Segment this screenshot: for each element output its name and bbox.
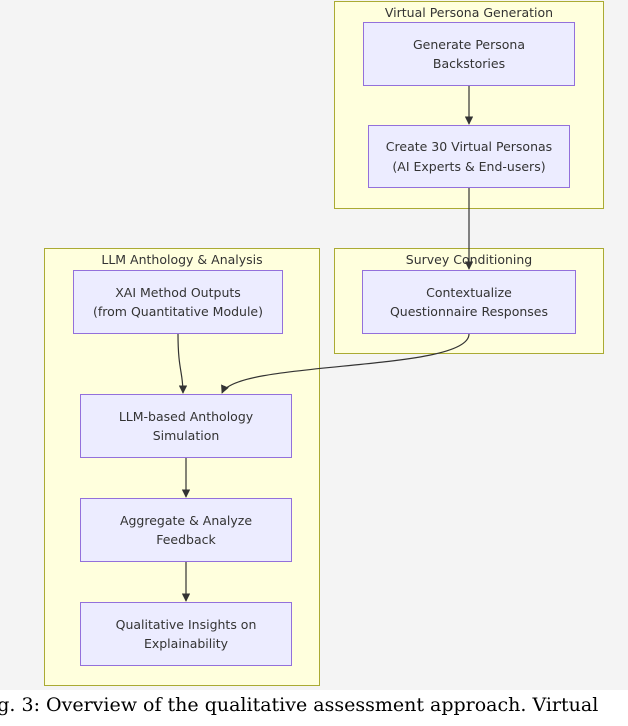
node-llm-anthology-simulation: LLM-based Anthology Simulation xyxy=(80,394,292,458)
figure-caption: Fig. 3: Overview of the qualitative asse… xyxy=(0,694,628,726)
group-title: Virtual Persona Generation xyxy=(384,5,554,20)
node-label-line: Simulation xyxy=(152,428,220,443)
node-label-line: Qualitative Insights on xyxy=(115,616,257,632)
diagram-canvas: Virtual Persona Generation Survey Condit… xyxy=(0,0,628,690)
figure-caption-text: Fig. 3: Overview of the qualitative asse… xyxy=(0,694,599,716)
node-generate-persona-backstories: Generate Persona Backstories xyxy=(363,22,575,86)
node-label-line: Feedback xyxy=(156,532,216,547)
node-create-virtual-personas: Create 30 Virtual Personas (AI Experts &… xyxy=(368,125,570,188)
group-title: LLM Anthology & Analysis xyxy=(101,252,263,267)
node-label-line: Questionnaire Responses xyxy=(389,304,549,319)
node-label-line: LLM-based Anthology xyxy=(118,408,254,424)
node-contextualize-questionnaire: Contextualize Questionnaire Responses xyxy=(362,270,576,334)
node-aggregate-analyze-feedback: Aggregate & Analyze Feedback xyxy=(80,498,292,562)
node-label-line: (AI Experts & End-users) xyxy=(392,158,546,174)
node-label-line: Contextualize xyxy=(426,284,512,300)
node-label-line: Backstories xyxy=(432,56,506,71)
node-label-line: Create 30 Virtual Personas xyxy=(385,139,553,155)
node-label-line: Explainability xyxy=(143,636,229,651)
node-xai-method-outputs: XAI Method Outputs (from Quantitative Mo… xyxy=(73,270,283,334)
node-label-line: (from Quantitative Module) xyxy=(93,304,263,319)
node-label-line: Generate Persona xyxy=(412,36,526,52)
node-qualitative-insights: Qualitative Insights on Explainability xyxy=(80,602,292,666)
group-title: Survey Conditioning xyxy=(405,252,533,267)
node-label-line: Aggregate & Analyze xyxy=(119,512,253,528)
node-label-line: XAI Method Outputs xyxy=(115,284,241,300)
